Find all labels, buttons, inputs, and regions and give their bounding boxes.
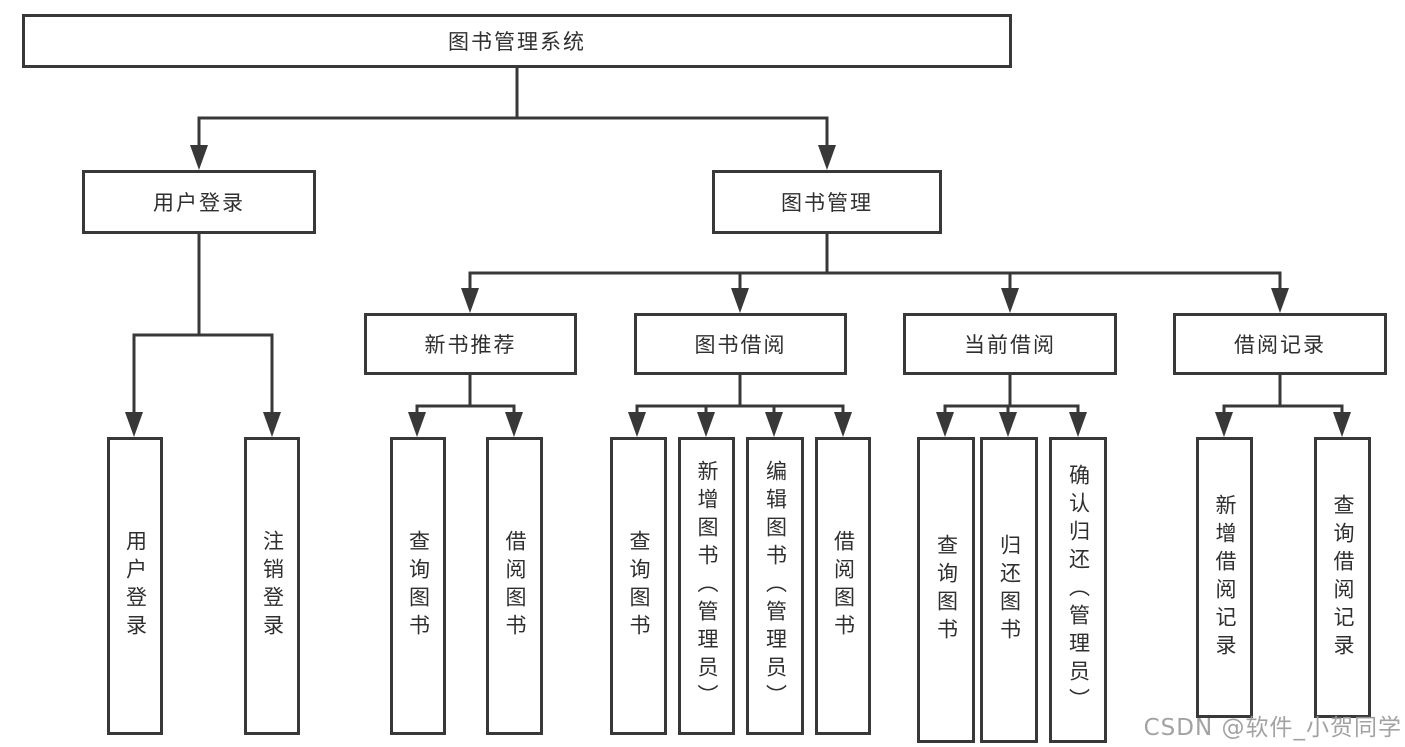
leaf-edit-book-admin: 编辑图书（管理员） — [746, 437, 804, 735]
node-root: 图书管理系统 — [22, 14, 1012, 68]
leaf-user-login: 用户登录 — [107, 437, 163, 735]
node-user-login: 用户登录 — [82, 170, 316, 234]
leaf-return-book: 归还图书 — [980, 437, 1038, 743]
node-book-borrow: 图书借阅 — [634, 313, 847, 375]
node-book-management: 图书管理 — [712, 170, 942, 234]
leaf-borrow-books-borrow: 借阅图书 — [815, 437, 871, 735]
node-current-borrow: 当前借阅 — [903, 313, 1117, 375]
leaf-query-books-current: 查询图书 — [917, 437, 975, 743]
csdn-watermark: CSDN @软件_小贺同学 — [1143, 715, 1402, 741]
leaf-confirm-return-admin: 确认归还（管理员） — [1049, 437, 1107, 743]
node-new-book-recommend: 新书推荐 — [364, 313, 577, 375]
leaf-logout: 注销登录 — [244, 437, 300, 735]
node-borrow-records: 借阅记录 — [1173, 313, 1387, 375]
arrowheads — [125, 145, 1351, 437]
leaf-query-books-borrow: 查询图书 — [610, 437, 667, 735]
leaf-query-books-recommend: 查询图书 — [390, 437, 446, 735]
leaf-add-borrow-record: 新增借阅记录 — [1196, 437, 1253, 718]
leaf-query-borrow-record: 查询借阅记录 — [1314, 437, 1371, 718]
leaf-add-book-admin: 新增图书（管理员） — [678, 437, 735, 735]
leaf-borrow-books-recommend: 借阅图书 — [486, 437, 543, 735]
